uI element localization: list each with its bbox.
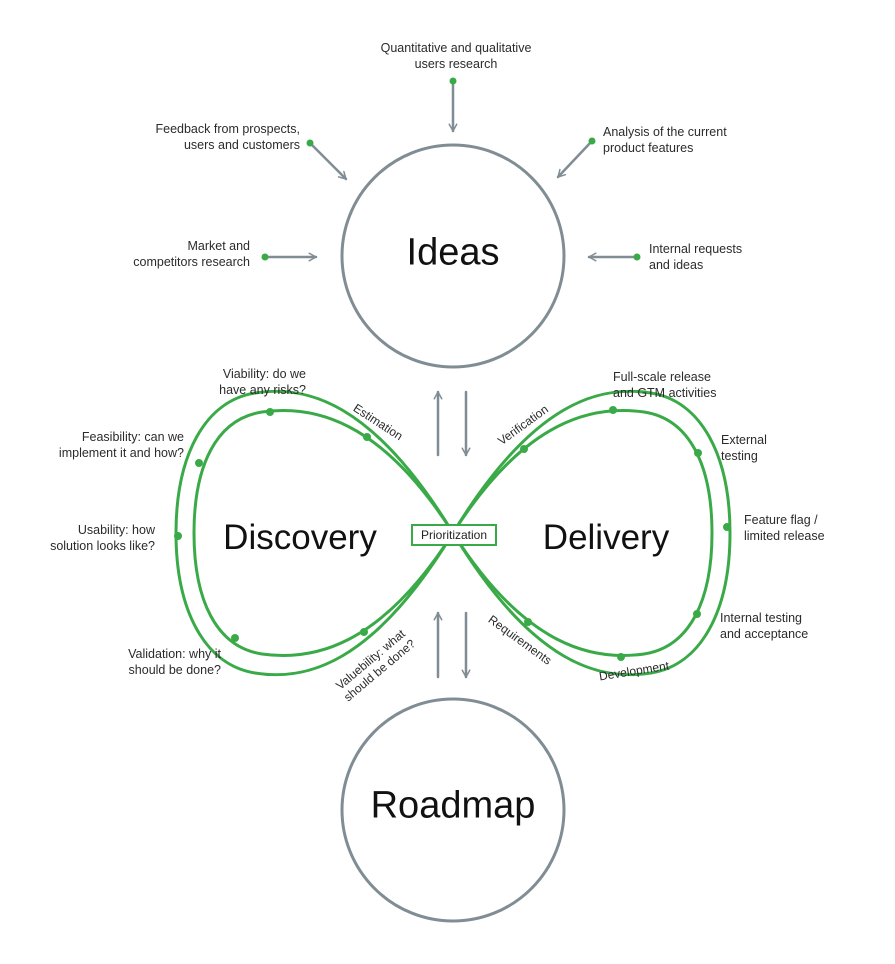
dot-analysis xyxy=(588,137,596,145)
dot-internal-testing xyxy=(693,610,701,618)
dot-estimation xyxy=(363,433,371,441)
roadmap-circle xyxy=(340,697,566,923)
label-feasibility: Feasibility: can we implement it and how… xyxy=(58,430,184,460)
delivery-title: Delivery xyxy=(542,518,670,557)
label-full-scale-release: Full-scale release and GTM activities xyxy=(613,370,717,400)
arrow-analysis xyxy=(556,139,594,179)
label-viability: Viability: do we have any risks? xyxy=(219,367,306,397)
prioritization-box: Prioritization xyxy=(411,524,497,546)
label-market-research: Market and competitors research xyxy=(133,239,250,269)
label-quantitative-research: Quantitative and qualitative users resea… xyxy=(380,41,532,71)
arrow-feedback xyxy=(308,141,348,181)
dot-valuebility xyxy=(360,628,368,636)
ideas-circle xyxy=(340,143,566,369)
label-feedback: Feedback from prospects, users and custo… xyxy=(155,122,300,152)
dot-internal xyxy=(633,253,641,261)
dot-external-testing xyxy=(694,449,702,457)
dot-feasibility xyxy=(195,459,203,467)
input-dots xyxy=(261,77,641,261)
dot-development xyxy=(617,653,625,661)
roadmap-title: Roadmap xyxy=(370,784,536,827)
label-usability: Usability: how solution looks like? xyxy=(50,523,155,553)
dot-usability xyxy=(174,532,182,540)
ideas-title: Ideas xyxy=(406,231,500,274)
discovery-title: Discovery xyxy=(223,518,377,557)
label-validation: Validation: why it should be done? xyxy=(128,647,221,677)
dot-market xyxy=(261,253,269,261)
label-internal-testing: Internal testing and acceptance xyxy=(720,611,809,641)
dot-verification xyxy=(520,445,528,453)
label-feature-flag: Feature flag / limited release xyxy=(744,513,825,543)
dot-feature-flag xyxy=(723,523,731,531)
label-internal-requests: Internal requests and ideas xyxy=(649,242,743,272)
label-external-testing: External testing xyxy=(721,433,767,463)
dot-requirements xyxy=(524,618,532,626)
dot-full-scale xyxy=(609,406,617,414)
dot-viability xyxy=(266,408,274,416)
input-arrows xyxy=(263,79,639,262)
dot-feedback xyxy=(306,139,314,147)
flow-arrows xyxy=(433,390,471,679)
loop-step-dots xyxy=(174,406,731,661)
label-analysis: Analysis of the current product features xyxy=(603,125,727,155)
dot-validation xyxy=(231,634,239,642)
dot-quantitative xyxy=(449,77,457,85)
